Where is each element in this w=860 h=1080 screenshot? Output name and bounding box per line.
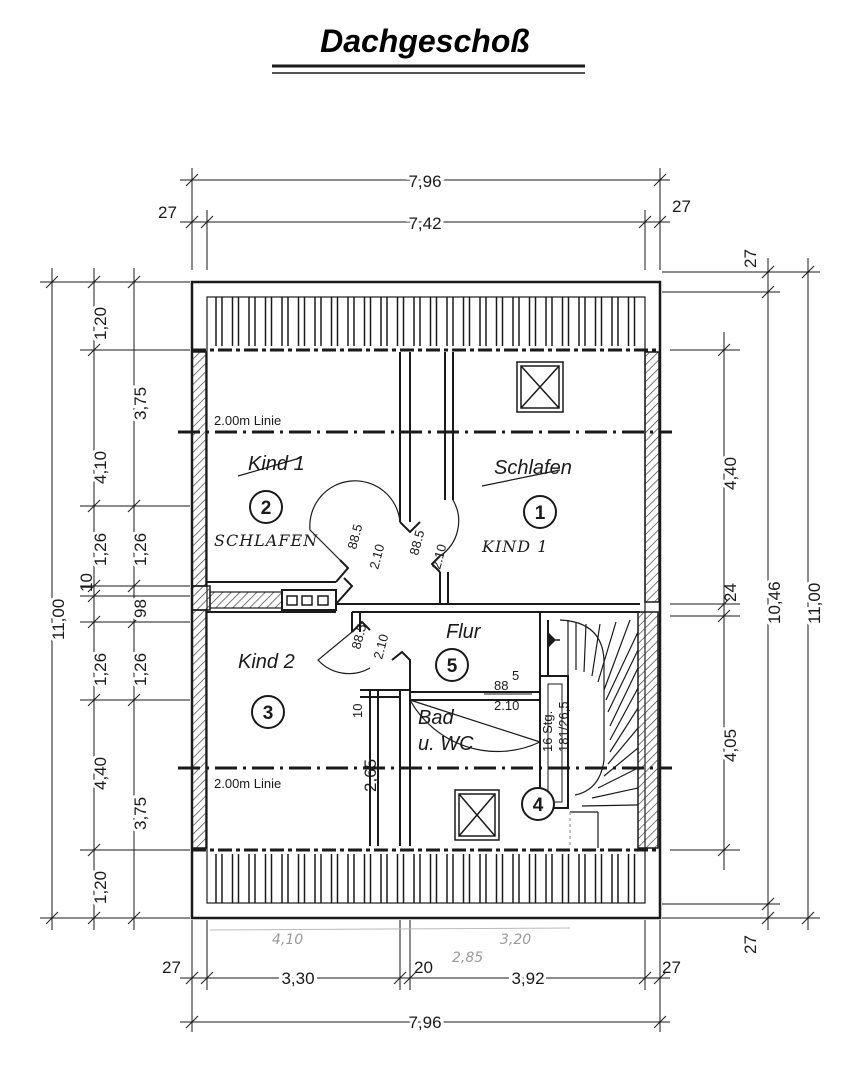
room-3-number: 3 bbox=[263, 703, 274, 724]
stair-ratio: 181/26,5 bbox=[556, 701, 571, 752]
door-4-height: 2.10 bbox=[494, 698, 519, 713]
dim-bottom-overall: 7,96 bbox=[408, 1013, 441, 1032]
side-walls bbox=[191, 351, 660, 849]
dim-bottom-a: 3,30 bbox=[281, 969, 314, 988]
room-1-label: Schlafen bbox=[494, 457, 572, 479]
dim-left bbox=[40, 268, 190, 930]
room-4-label-line2: u. WC bbox=[418, 733, 474, 755]
dim-bottom-left-wall: 27 bbox=[162, 958, 181, 977]
dim-right-inner: 10,46 bbox=[765, 581, 784, 624]
knee-walls bbox=[192, 348, 660, 852]
dim-left-inner-a: 3,75 bbox=[131, 387, 150, 420]
door-swings bbox=[309, 480, 541, 753]
stair-label: 16 Stg. 181/26,5 bbox=[540, 701, 571, 752]
skylight-1 bbox=[516, 361, 564, 413]
dim-bottom-b: 3,92 bbox=[511, 969, 544, 988]
door-3-width: 88.5 bbox=[348, 622, 369, 650]
door-1-label: 88.5 2.10 bbox=[406, 528, 449, 570]
room-2-number: 2 bbox=[261, 498, 272, 519]
rafters-bottom bbox=[215, 854, 636, 903]
room-3: Kind 2 3 bbox=[238, 651, 295, 729]
angled-walls bbox=[335, 521, 441, 690]
room-2: Kind 1 2 SCHLAFEN bbox=[214, 453, 318, 550]
door-4-sup: 5 bbox=[512, 668, 519, 683]
room-4-number: 4 bbox=[533, 795, 544, 816]
height-line-lower: 2.00m Linie bbox=[178, 766, 672, 791]
staircase bbox=[548, 619, 639, 848]
room-4: Bad u. WC 4 bbox=[418, 707, 555, 821]
page-title: Dachgeschoß bbox=[320, 23, 530, 59]
room-2-label: Kind 1 bbox=[248, 453, 305, 475]
dim-right bbox=[662, 258, 820, 930]
door-4-width: 88 bbox=[494, 678, 508, 693]
dim-left-d: 10 bbox=[77, 573, 96, 592]
room-5-number: 5 bbox=[447, 656, 458, 677]
dim-inner-265: 2,65 bbox=[361, 759, 380, 792]
dim-right-a: 4,40 bbox=[721, 457, 740, 490]
room-4-label-line1: Bad bbox=[418, 707, 454, 729]
dim-left-c: 1,26 bbox=[91, 533, 110, 566]
door-2-label: 88.5 2.10 bbox=[344, 522, 387, 570]
pencil-note-right: 3,20 bbox=[500, 932, 531, 948]
room-3-label: Kind 2 bbox=[238, 651, 295, 673]
pencil-line bbox=[209, 927, 571, 931]
door-3-height: 2.10 bbox=[370, 632, 391, 660]
height-line-lower-label: 2.00m Linie bbox=[214, 776, 281, 791]
dim-left-a: 1,20 bbox=[91, 307, 110, 340]
dim-bottom-right-wall: 27 bbox=[662, 958, 681, 977]
room-1: Schlafen 1 KIND 1 bbox=[481, 457, 572, 556]
door-4-label: 88 5 2.10 bbox=[484, 668, 532, 713]
rafters-top bbox=[215, 297, 636, 346]
dim-left-inner-d: 1,26 bbox=[131, 653, 150, 686]
height-line-upper: 2.00m Linie bbox=[178, 413, 672, 434]
dim-left-inner-e: 3,75 bbox=[131, 797, 150, 830]
pencil-note-left: 4,10 bbox=[272, 932, 303, 948]
door-1-width: 88.5 bbox=[406, 528, 427, 556]
dim-left-g: 1,20 bbox=[91, 871, 110, 904]
dim-bottom bbox=[180, 920, 670, 1032]
dim-left-outer: 11,00 bbox=[49, 599, 68, 640]
door-1-height: 2.10 bbox=[428, 542, 449, 570]
dim-bottom-mid: 20 bbox=[414, 958, 433, 977]
skylight-2 bbox=[454, 789, 500, 841]
dim-left-e: 1,26 bbox=[91, 653, 110, 686]
room-1-number: 1 bbox=[535, 503, 546, 524]
stair-steps: 16 Stg. bbox=[540, 711, 555, 752]
dim-right-outer: 11,00 bbox=[805, 583, 824, 624]
dim-left-f: 4,40 bbox=[91, 757, 110, 790]
room-1-sublabel: KIND 1 bbox=[481, 537, 548, 556]
room-5-label: Flur bbox=[446, 621, 482, 643]
door-3-label: 88.5 2.10 bbox=[348, 622, 391, 660]
dim-top bbox=[180, 168, 670, 270]
door-2-height: 2.10 bbox=[366, 542, 387, 570]
dim-right-c: 4,05 bbox=[721, 729, 740, 762]
dim-top-left-wall: 27 bbox=[158, 203, 177, 222]
pencil-note-mid: 2,85 bbox=[452, 950, 483, 966]
chimney-block bbox=[191, 585, 337, 611]
dim-inner-10: 10 bbox=[350, 704, 365, 718]
dim-right-b: 24 bbox=[721, 583, 740, 602]
dim-top-overall: 7,96 bbox=[408, 172, 441, 191]
dim-right-wall-bottom: 27 bbox=[741, 935, 760, 954]
dim-top-right-wall: 27 bbox=[672, 197, 691, 216]
dim-right-wall-top: 27 bbox=[741, 249, 760, 268]
dim-left-inner-c: 98 bbox=[131, 599, 150, 618]
height-line-upper-label: 2.00m Linie bbox=[214, 413, 281, 428]
dim-left-inner-b: 1,26 bbox=[131, 533, 150, 566]
dim-top-inner: 7,42 bbox=[408, 214, 441, 233]
dim-left-b: 4,10 bbox=[91, 451, 110, 484]
door-2-width: 88.5 bbox=[344, 522, 365, 550]
room-2-sublabel: SCHLAFEN bbox=[214, 531, 318, 550]
room-5: Flur 5 bbox=[435, 621, 482, 682]
